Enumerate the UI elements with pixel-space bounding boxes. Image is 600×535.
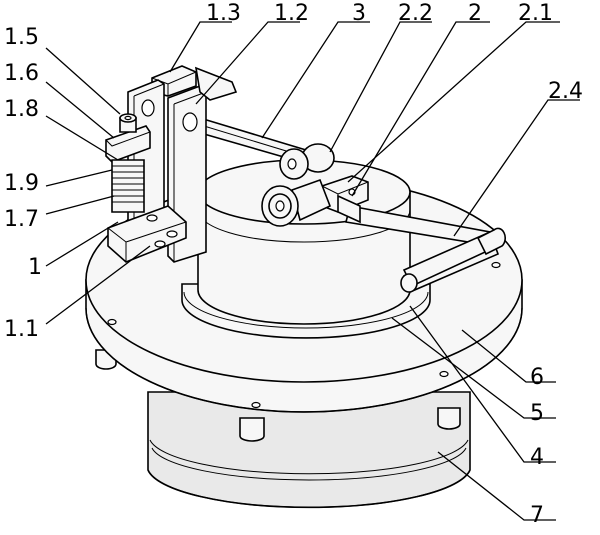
label-1-1: 1.1: [4, 317, 39, 342]
part-labels: 1.5 1.6 1.8 1.9 1.7 1 1.1 1.3 1.2 3 2.2 …: [4, 1, 583, 528]
label-2-2: 2.2: [398, 1, 433, 26]
upright: [107, 79, 187, 263]
clamp-block: [321, 175, 369, 224]
label-6: 6: [530, 365, 544, 390]
label-1-8: 1.8: [4, 97, 39, 122]
main-cylinder: [197, 159, 411, 325]
roller-upper: [279, 143, 335, 180]
label-1-5: 1.5: [4, 25, 39, 50]
label-7: 7: [530, 503, 544, 528]
label-1-2: 1.2: [274, 1, 309, 26]
leader-lines: [45, 21, 580, 521]
label-1-3: 1.3: [206, 1, 241, 26]
label-1: 1: [28, 255, 42, 280]
label-1-6: 1.6: [4, 61, 39, 86]
label-1-7: 1.7: [4, 207, 39, 232]
label-3: 3: [352, 1, 366, 26]
spring-screw: [105, 113, 151, 213]
lower-cylinder: [95, 349, 471, 509]
label-1-9: 1.9: [4, 171, 39, 196]
label-2-1: 2.1: [518, 1, 553, 26]
label-5: 5: [530, 401, 544, 426]
label-4: 4: [530, 445, 544, 470]
label-2: 2: [468, 1, 482, 26]
label-2-4: 2.4: [548, 79, 583, 104]
roller-lower: [261, 178, 332, 227]
